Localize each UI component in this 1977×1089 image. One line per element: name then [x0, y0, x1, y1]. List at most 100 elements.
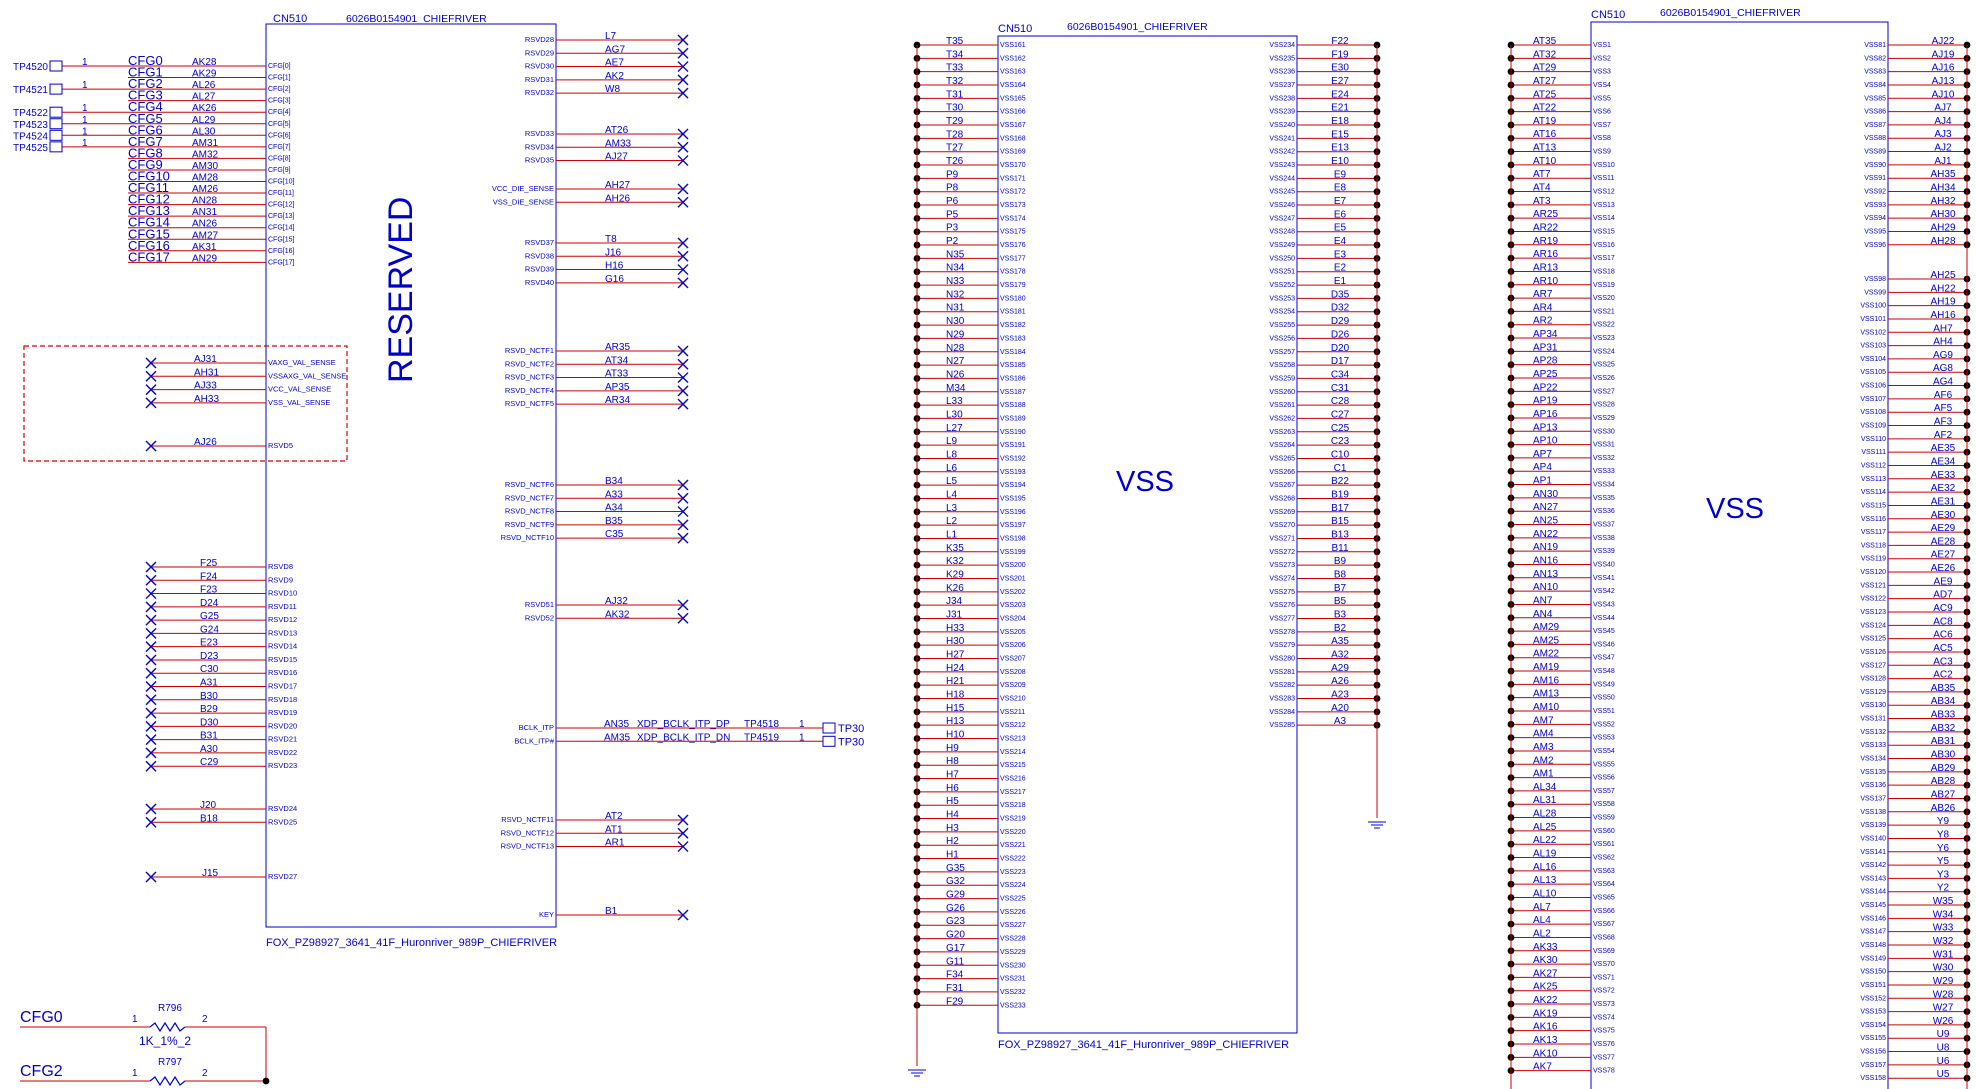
- vss-left-ball: G32: [946, 876, 965, 887]
- vss-right-ball: AJ1: [1934, 156, 1952, 167]
- vss-right-ball: A35: [1331, 636, 1349, 647]
- test-point-box: [49, 118, 63, 130]
- vss-left-pin: VSS36: [1593, 508, 1615, 515]
- rsvd-ball-label: G24: [200, 624, 219, 635]
- rsvd-right-ball-label: AT26: [605, 125, 629, 136]
- no-connect-stroke: [677, 398, 689, 410]
- vss-left-pin: VSS10: [1593, 162, 1615, 169]
- bclk-tp-tag: TP30: [838, 736, 864, 748]
- rsvd-right-ball-label: L7: [605, 31, 617, 42]
- vss-right-ball: AJ2: [1934, 143, 1952, 154]
- vss-right-pin: VSS238: [1269, 95, 1295, 102]
- vss-left-ball: AK22: [1533, 995, 1558, 1006]
- cfg-net-label: CFG12: [128, 192, 170, 207]
- vss-left-ball: T32: [946, 76, 964, 87]
- vss-right-ball: Y9: [1937, 816, 1950, 827]
- vss-left-ball: AL4: [1533, 915, 1551, 926]
- center-label: RESERVED: [382, 197, 420, 383]
- resistor-net-label: CFG2: [20, 1063, 63, 1080]
- vss-left-pin: VSS179: [1000, 282, 1026, 289]
- vss-right-pin: VSS100: [1860, 303, 1886, 310]
- vss-left-ball: G20: [946, 930, 965, 941]
- vss-right-ball: E13: [1331, 143, 1349, 154]
- vss-left-ball: AL10: [1533, 888, 1557, 899]
- vss-left-ball: T35: [946, 36, 964, 47]
- vss-left-pin: VSS192: [1000, 455, 1026, 462]
- vss-left-ball: L1: [946, 529, 958, 540]
- vss-right-ball: AC3: [1933, 656, 1953, 667]
- no-connect-stroke: [677, 506, 689, 518]
- vss-left-ball: AM7: [1533, 715, 1554, 726]
- no-connect-stroke: [145, 747, 157, 759]
- no-connect-stroke: [145, 627, 157, 639]
- vss-right-pin: VSS239: [1269, 109, 1295, 116]
- vss-left-pin: VSS3: [1593, 69, 1611, 76]
- vss-left-ball: H1: [946, 850, 959, 861]
- vss-left-pin: VSS226: [1000, 909, 1026, 916]
- rsvd-right-pin-label: RSVD_NCTF8: [505, 507, 554, 516]
- vss-right-pin: VSS277: [1269, 615, 1295, 622]
- vss-right-pin: VSS259: [1269, 375, 1295, 382]
- vss-left-pin: VSS51: [1593, 708, 1615, 715]
- vss-left-ball: M34: [946, 383, 966, 394]
- vss-right-ball: AB31: [1931, 736, 1956, 747]
- rsvd-ball-label: D30: [200, 717, 219, 728]
- vss-right-pin: VSS265: [1269, 455, 1295, 462]
- vss-right-pin: VSS262: [1269, 415, 1295, 422]
- vss-left-ball: AR10: [1533, 276, 1558, 287]
- vss-left-ball: AK16: [1533, 1022, 1558, 1033]
- test-point-label: TP4525: [13, 143, 48, 154]
- vss-left-ball: AK25: [1533, 982, 1558, 993]
- vss-left-pin: VSS162: [1000, 55, 1026, 62]
- vss-left-pin: VSS185: [1000, 362, 1026, 369]
- vss-left-pin: VSS181: [1000, 309, 1026, 316]
- test-point-box: [49, 106, 63, 118]
- vss-left-pin: VSS207: [1000, 656, 1026, 663]
- vss-right-ball: E6: [1334, 209, 1347, 220]
- vss-left-ball: N34: [946, 263, 965, 274]
- resistor-symbol: [149, 1021, 186, 1033]
- no-connect-stroke: [677, 61, 689, 73]
- vss-right-pin: VSS135: [1860, 769, 1886, 776]
- vss-right-ball: AE27: [1931, 550, 1956, 561]
- vss-left-pin: VSS203: [1000, 602, 1026, 609]
- vss-left-ball: T28: [946, 129, 964, 140]
- vss-right-ball: AC5: [1933, 643, 1953, 654]
- vss-left-ball: AM4: [1533, 729, 1554, 740]
- vss-left-ball: L27: [946, 423, 963, 434]
- vss-left-ball: AT3: [1533, 196, 1551, 207]
- rsvd-ball-label: J20: [200, 800, 217, 811]
- vss-left-ball: AK13: [1533, 1035, 1558, 1046]
- vss-right-ball: B19: [1331, 489, 1349, 500]
- vss-left-ball: AN30: [1533, 489, 1558, 500]
- vss-left-pin: VSS54: [1593, 748, 1615, 755]
- no-connect-stroke: [145, 720, 157, 732]
- vss-right-ball: W35: [1933, 896, 1954, 907]
- tp-pin-number: 1: [82, 103, 88, 114]
- no-connect-stroke: [145, 614, 157, 626]
- vss-left-ball: AL34: [1533, 782, 1557, 793]
- vss-right-ball: AC8: [1933, 616, 1953, 627]
- vss-right-pin: VSS82: [1864, 55, 1886, 62]
- vss-right-pin: VSS92: [1864, 189, 1886, 196]
- vss-left-pin: VSS232: [1000, 989, 1026, 996]
- rsvd-pin-label: RSVD21: [268, 735, 297, 744]
- vss-left-pin: VSS5: [1593, 95, 1611, 102]
- no-connect-mark: [145, 816, 157, 828]
- bclk-net-label: XDP_BCLK_ITP_DP: [637, 719, 730, 730]
- vss-left-pin: VSS38: [1593, 535, 1615, 542]
- rsvd-pin-label: RSVD9: [268, 575, 293, 584]
- cfg-pin-label: CFG[1]: [268, 75, 291, 82]
- vss-left-pin: VSS73: [1593, 1001, 1615, 1008]
- vss-right-pin: VSS136: [1860, 782, 1886, 789]
- vss-left-pin: VSS20: [1593, 295, 1615, 302]
- vss-left-ball: L33: [946, 396, 963, 407]
- vss-right-pin: VSS93: [1864, 202, 1886, 209]
- vss-left-pin: VSS197: [1000, 522, 1026, 529]
- vss-left-ball: AK10: [1533, 1048, 1558, 1059]
- vss-right-ball: E3: [1334, 249, 1347, 260]
- cfg-ball-label: AN28: [192, 196, 217, 207]
- vss-right-ball: AB26: [1931, 803, 1956, 814]
